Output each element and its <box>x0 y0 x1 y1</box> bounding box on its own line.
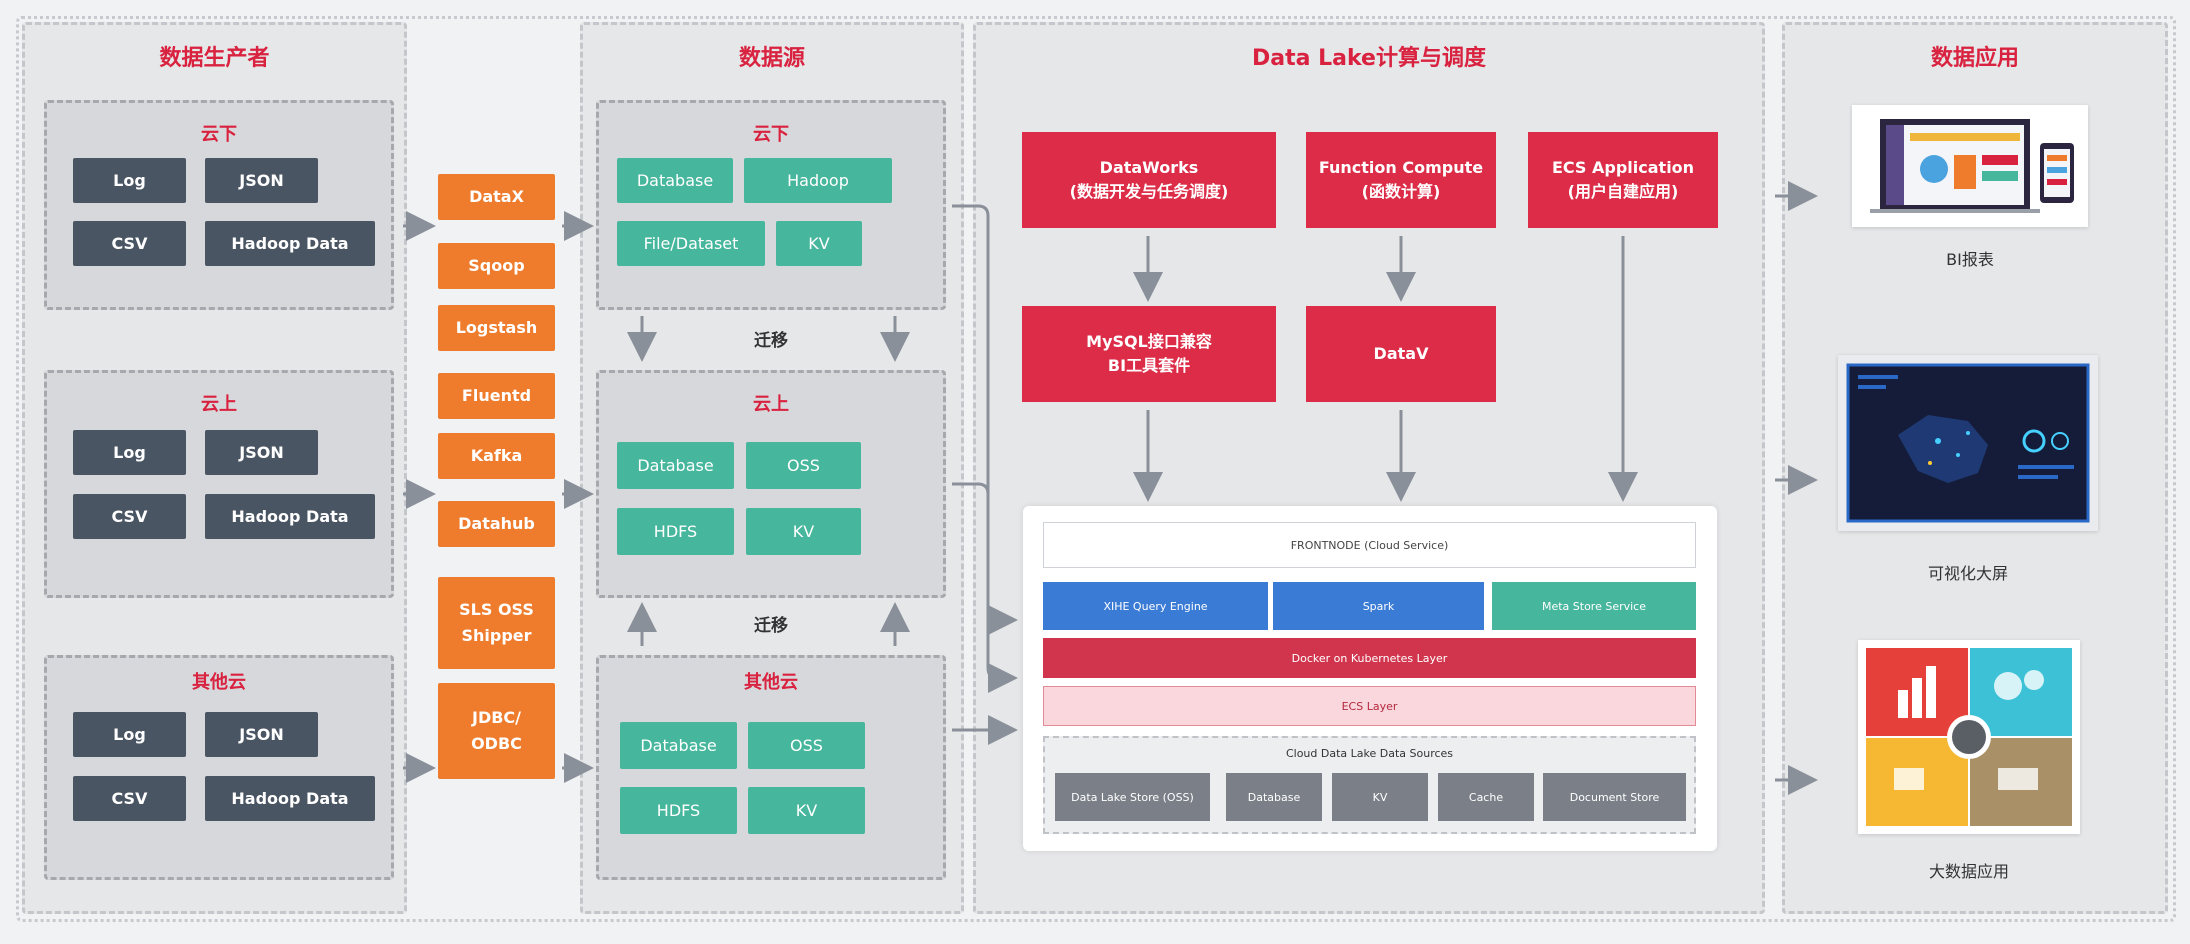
csv-chip: CSV <box>73 494 186 539</box>
source-group-offcloud <box>596 100 946 310</box>
spark-engine: Spark <box>1273 582 1484 630</box>
big-data-thumbnail-icon <box>1858 640 2080 834</box>
producers-title: 数据生产者 <box>159 46 270 71</box>
big-data-app-label: 大数据应用 <box>1928 862 2009 881</box>
tool-datahub: Datahub <box>438 501 555 547</box>
kv-chip: KV <box>748 787 865 834</box>
producer-group-othercloud <box>44 655 394 880</box>
source-group-title: 云上 <box>753 394 789 415</box>
json-chip: JSON <box>205 430 318 475</box>
datav-box: DataV <box>1306 306 1496 402</box>
cache-chip: Cache <box>1438 773 1534 821</box>
migrate-label: 迁移 <box>754 616 788 636</box>
ecs-layer: ECS Layer <box>1043 686 1696 726</box>
map-screen-thumbnail-icon <box>1838 355 2098 531</box>
source-group-title: 云下 <box>753 124 789 145</box>
csv-chip: CSV <box>73 221 186 266</box>
hadoop-data-chip: Hadoop Data <box>205 776 375 821</box>
apps-title: 数据应用 <box>1930 46 2019 71</box>
mysql-bi-box: MySQL接口兼容 BI工具套件 <box>1022 306 1276 402</box>
kv-chip: KV <box>746 508 861 555</box>
hadoop-data-chip: Hadoop Data <box>205 221 375 266</box>
tool-logstash: Logstash <box>438 305 555 351</box>
producer-group-title: 云上 <box>201 394 237 415</box>
hadoop-data-chip: Hadoop Data <box>205 494 375 539</box>
kv-chip: KV <box>776 221 862 266</box>
cloud-data-sources-title: Cloud Data Lake Data Sources <box>1285 746 1454 760</box>
compute-title: Data Lake计算与调度 <box>1252 46 1486 71</box>
dataworks-box: DataWorks (数据开发与任务调度) <box>1022 132 1276 228</box>
tool-datax: DataX <box>438 174 555 220</box>
kv-chip: KV <box>1332 773 1428 821</box>
json-chip: JSON <box>205 158 318 203</box>
function-compute-box: Function Compute (函数计算) <box>1306 132 1496 228</box>
meta-store-service: Meta Store Service <box>1492 582 1696 630</box>
producer-group-oncloud <box>44 370 394 598</box>
frontnode-bar: FRONTNODE (Cloud Service) <box>1043 522 1696 568</box>
document-store-chip: Document Store <box>1543 773 1686 821</box>
tool-jdbc-odbc: JDBC/ ODBC <box>438 683 555 779</box>
tool-kafka: Kafka <box>438 433 555 479</box>
log-chip: Log <box>73 430 186 475</box>
csv-chip: CSV <box>73 776 186 821</box>
producer-group-offcloud <box>44 100 394 310</box>
bi-dashboard-thumbnail-icon <box>1852 105 2088 227</box>
hadoop-chip: Hadoop <box>744 158 892 203</box>
log-chip: Log <box>73 158 186 203</box>
hdfs-chip: HDFS <box>617 508 734 555</box>
hdfs-chip: HDFS <box>620 787 737 834</box>
file-dataset-chip: File/Dataset <box>617 221 765 266</box>
oss-chip: OSS <box>746 442 861 489</box>
producer-group-title: 云下 <box>201 124 237 145</box>
tool-sqoop: Sqoop <box>438 243 555 289</box>
sources-title: 数据源 <box>738 46 805 71</box>
database-chip: Database <box>1226 773 1322 821</box>
database-chip: Database <box>617 442 734 489</box>
oss-chip: OSS <box>748 722 865 769</box>
ecs-application-box: ECS Application (用户自建应用) <box>1528 132 1718 228</box>
producer-group-title: 其他云 <box>192 672 246 693</box>
diagram-frame <box>16 16 2176 922</box>
tool-fluentd: Fluentd <box>438 373 555 419</box>
database-chip: Database <box>617 158 733 203</box>
bi-report-label: BI报表 <box>1946 250 1994 269</box>
docker-kubernetes-layer: Docker on Kubernetes Layer <box>1043 638 1696 678</box>
migrate-label: 迁移 <box>754 331 788 351</box>
json-chip: JSON <box>205 712 318 757</box>
log-chip: Log <box>73 712 186 757</box>
visual-screen-label: 可视化大屏 <box>1927 564 2008 583</box>
tool-sls-oss-shipper: SLS OSS Shipper <box>438 577 555 669</box>
data-lake-store-chip: Data Lake Store (OSS) <box>1055 773 1210 821</box>
source-group-title: 其他云 <box>744 672 798 693</box>
xihe-query-engine: XIHE Query Engine <box>1043 582 1268 630</box>
database-chip: Database <box>620 722 737 769</box>
